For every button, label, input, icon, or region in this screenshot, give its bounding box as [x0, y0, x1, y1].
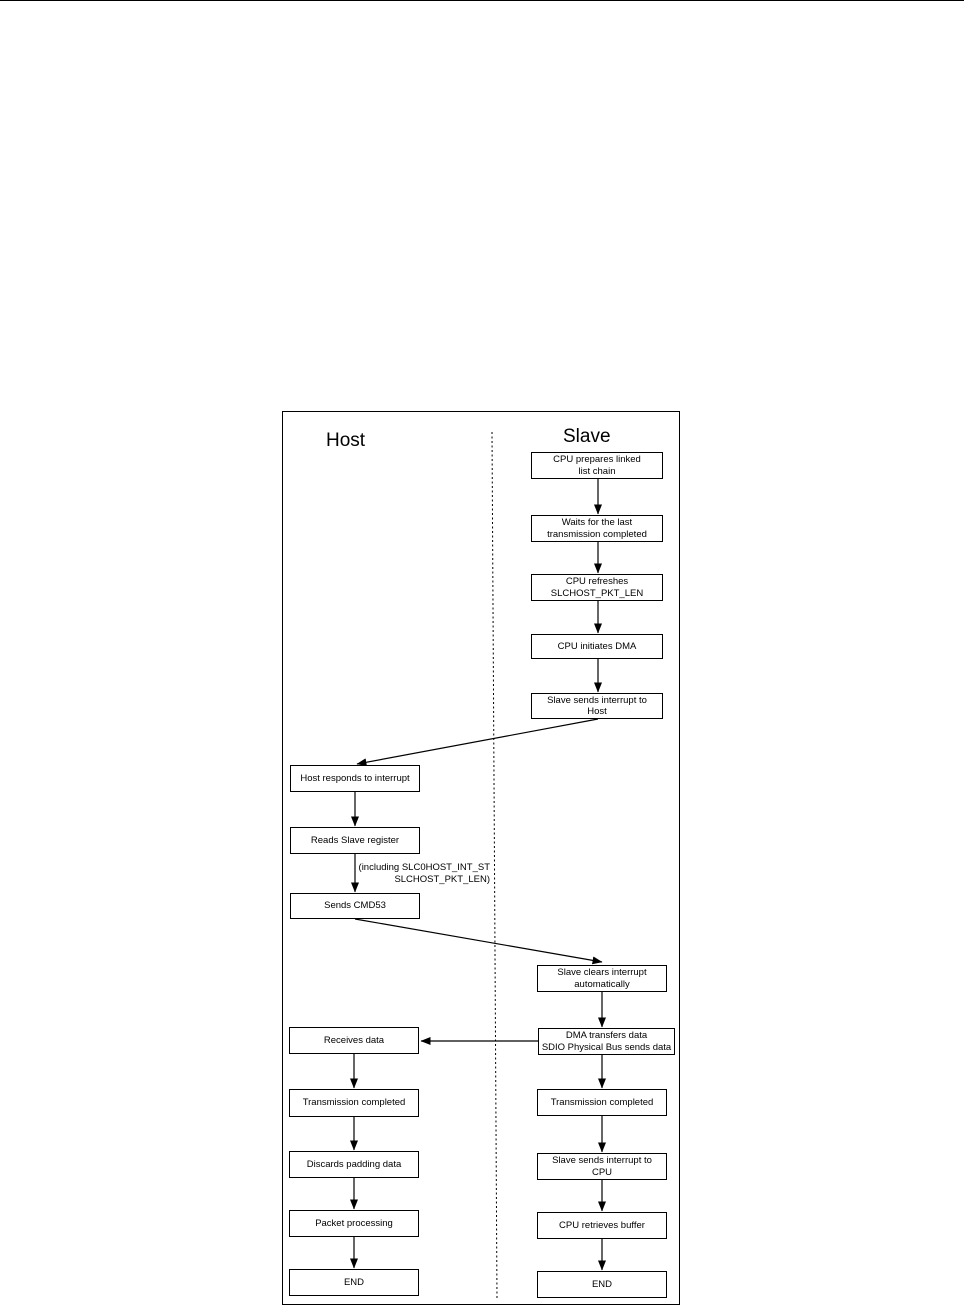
step-discard-padding: Discards padding data — [289, 1151, 419, 1178]
lane-divider — [491, 431, 498, 1301]
step-slave-transmission-completed: Transmission completed — [537, 1089, 667, 1116]
step-initiate-dma: CPU initiates DMA — [531, 634, 663, 659]
step-host-respond-interrupt: Host responds to interrupt — [290, 765, 420, 792]
step-send-cmd53: Sends CMD53 — [290, 893, 420, 919]
diagram-frame — [282, 411, 680, 1305]
slave-lane-title: Slave — [563, 426, 611, 447]
step-read-slave-register: Reads Slave register — [290, 827, 420, 854]
step-host-end: END — [289, 1269, 419, 1296]
arrow-cmd53-to-clear — [354, 918, 603, 965]
page-top-rule — [0, 0, 964, 1]
read-register-note: (including SLC0HOST_INT_ST SLCHOST_PKT_L… — [358, 862, 490, 885]
arrow-interrupt-to-host-respond — [356, 718, 599, 767]
host-lane-title: Host — [326, 430, 366, 451]
step-host-transmission-completed: Transmission completed — [289, 1089, 419, 1117]
step-receive-data: Receives data — [289, 1027, 419, 1054]
step-cpu-retrieve-buffer: CPU retrieves buffer — [537, 1212, 667, 1239]
step-packet-processing: Packet processing — [289, 1210, 419, 1237]
step-slave-end: END — [537, 1271, 667, 1298]
